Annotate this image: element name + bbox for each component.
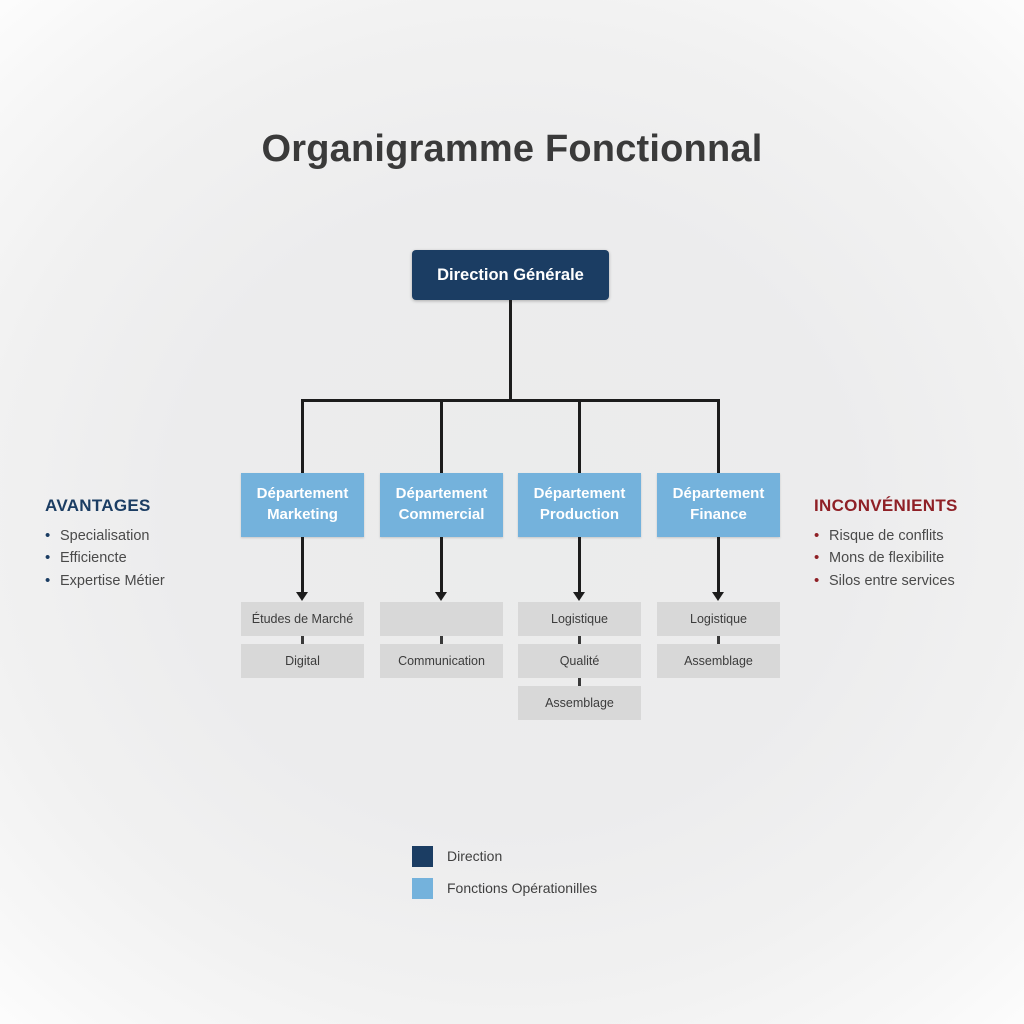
legend-swatch-operational (412, 877, 433, 899)
node-commercial-sub-2[interactable]: Communication (380, 644, 503, 678)
connector-drop-production (578, 399, 581, 474)
node-departement-commercial-line2: Commercial (398, 506, 485, 523)
node-production-sub-1[interactable]: Logistique (518, 602, 641, 636)
node-departement-production-line2: Production (539, 506, 620, 523)
node-marketing-sub-2[interactable]: Digital (241, 644, 364, 678)
node-departement-marketing[interactable]: Département Marketing (241, 473, 364, 537)
connector-bus (301, 399, 720, 402)
connector-stub-finance-1 (717, 636, 720, 644)
connector-root-trunk (509, 300, 512, 401)
node-commercial-sub-1[interactable] (380, 602, 503, 636)
node-marketing-sub-1[interactable]: Études de Marché (241, 602, 364, 636)
node-finance-sub-1[interactable]: Logistique (657, 602, 780, 636)
drawbacks-item: Silos entre services (814, 569, 958, 593)
node-production-sub-1-label: Logistique (551, 612, 608, 626)
advantages-panel: AVANTAGES Specialisation Efficiencte Exp… (45, 496, 165, 593)
drawbacks-panel: INCONVÉNIENTS Risque de conflits Mons de… (814, 496, 958, 593)
advantages-item: Expertise Métier (45, 569, 165, 593)
node-direction-generale-label: Direction Générale (437, 265, 584, 284)
legend-swatch-direction (412, 845, 433, 867)
connector-drop-finance (717, 399, 720, 474)
node-departement-finance-line1: Département (672, 485, 765, 503)
page-title: Organigramme Fonctionnal (261, 128, 763, 170)
connector-arrow-finance (717, 537, 720, 594)
connector-arrow-production (578, 537, 581, 594)
legend-item-direction: Direction (412, 840, 597, 872)
node-departement-marketing-line2: Marketing (267, 506, 338, 523)
legend-label-direction: Direction (447, 848, 503, 864)
node-direction-generale[interactable]: Direction Générale (412, 250, 609, 300)
connector-stub-commercial-1 (440, 636, 443, 644)
node-production-sub-2[interactable]: Qualité (518, 644, 641, 678)
drawbacks-list: Risque de conflits Mons de flexibilite S… (814, 524, 958, 593)
advantages-list: Specialisation Efficiencte Expertise Mét… (45, 524, 165, 593)
drawbacks-item: Mons de flexibilite (814, 546, 958, 570)
node-finance-sub-2[interactable]: Assemblage (657, 644, 780, 678)
arrowhead-production-icon (573, 592, 585, 601)
connector-stub-production-2 (578, 678, 581, 686)
node-production-sub-3[interactable]: Assemblage (518, 686, 641, 720)
node-commercial-sub-2-label: Communication (398, 654, 485, 668)
node-finance-sub-1-label: Logistique (690, 612, 747, 626)
node-departement-finance[interactable]: Département Finance (657, 473, 780, 537)
node-finance-sub-2-label: Assemblage (684, 654, 753, 668)
node-departement-finance-line2: Finance (690, 506, 747, 523)
node-marketing-sub-2-label: Digital (285, 654, 320, 668)
drawbacks-title: INCONVÉNIENTS (814, 496, 958, 515)
node-departement-marketing-line1: Département (256, 485, 349, 503)
legend-item-operational: Fonctions Opérationilles (412, 872, 597, 904)
node-departement-commercial-line1: Département (395, 485, 488, 503)
node-production-sub-2-label: Qualité (559, 654, 600, 668)
connector-stub-production-1 (578, 636, 581, 644)
arrowhead-finance-icon (712, 592, 724, 601)
legend: Direction Fonctions Opérationilles (412, 840, 597, 904)
advantages-item: Specialisation (45, 524, 165, 548)
arrowhead-marketing-icon (296, 592, 308, 601)
advantages-title: AVANTAGES (45, 496, 151, 515)
node-marketing-sub-1-label: Études de Marché (251, 612, 354, 626)
connector-drop-commercial (440, 399, 443, 474)
connector-drop-marketing (301, 399, 304, 474)
node-departement-commercial[interactable]: Département Commercial (380, 473, 503, 537)
connector-arrow-commercial (440, 537, 443, 594)
legend-label-operational: Fonctions Opérationilles (447, 880, 598, 896)
drawbacks-item: Risque de conflits (814, 524, 958, 548)
node-production-sub-3-label: Assemblage (545, 696, 614, 710)
connector-arrow-marketing (301, 537, 304, 594)
connector-stub-marketing-1 (301, 636, 304, 644)
advantages-item: Efficiencte (45, 546, 165, 570)
node-departement-production-line1: Département (533, 485, 626, 503)
arrowhead-commercial-icon (435, 592, 447, 601)
node-departement-production[interactable]: Département Production (518, 473, 641, 537)
